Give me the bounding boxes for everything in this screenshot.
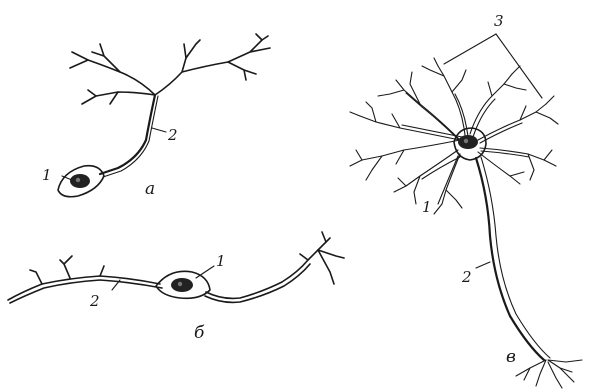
- neuron-b: 1 2 б: [8, 232, 344, 343]
- neuron-v-dendrites: [350, 58, 558, 214]
- neuron-b-axon-label: 2: [89, 292, 100, 310]
- neuron-v-axon: [476, 158, 544, 360]
- neuron-v-axon-terminals: [516, 360, 582, 388]
- neuron-v-letter: в: [506, 347, 516, 367]
- neuron-a-axon-label: 2: [167, 126, 178, 144]
- neuron-b-soma-label: 1: [216, 252, 226, 270]
- neuron-a-soma-label: 1: [42, 166, 52, 184]
- neuron-b-letter: б: [194, 323, 205, 343]
- neuron-v-axon-label: 2: [461, 268, 472, 286]
- neuron-a-letter: а: [145, 179, 155, 199]
- neuron-v-dendrites-label: 3: [494, 12, 504, 30]
- neuron-a-soma: [58, 166, 104, 197]
- neuron-a-axon: [100, 95, 155, 174]
- neuron-v: 1 2 3 в: [350, 12, 582, 388]
- neuron-b-processes: [8, 232, 344, 303]
- neuron-a: 1 2 а: [42, 34, 270, 199]
- neuron-v-soma-label: 1: [422, 198, 432, 216]
- neuron-a-dendrites: [70, 34, 270, 104]
- neuron-b-soma: [156, 271, 210, 298]
